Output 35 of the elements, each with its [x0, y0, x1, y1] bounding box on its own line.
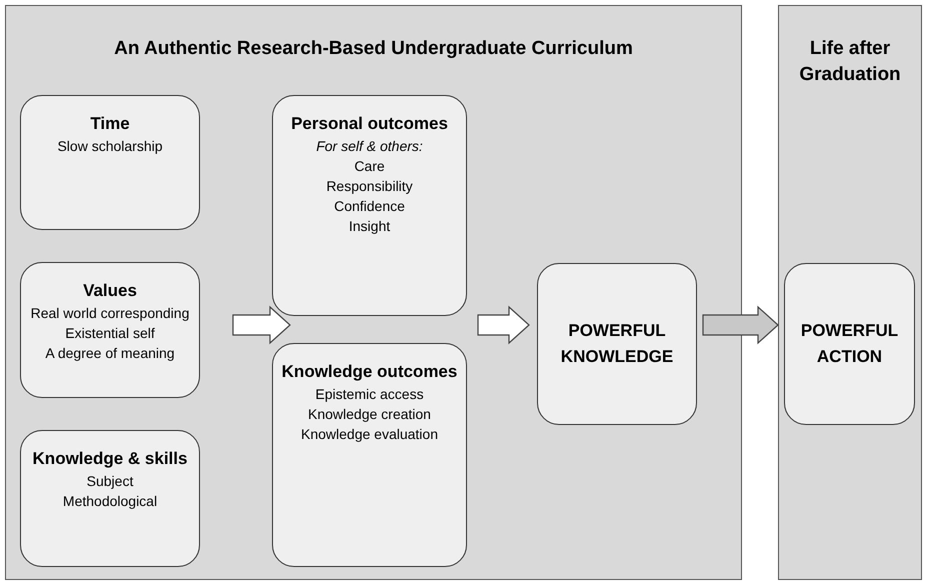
box-heading: Personal outcomes: [291, 113, 448, 135]
box-text: Subject: [86, 472, 134, 491]
box-heading: Time: [90, 113, 130, 135]
panel-heading: An Authentic Research-Based Undergraduate Curriculum: [113, 37, 634, 61]
box-heading: Values: [83, 280, 137, 302]
box-text: Confidence: [334, 197, 405, 216]
box-text: A degree of meaning: [45, 344, 175, 363]
box-text: Care: [354, 157, 385, 176]
box-heading: POWERFUL ACTION: [800, 320, 900, 368]
box-text: Insight: [348, 217, 390, 236]
box-text: Epistemic access: [315, 385, 424, 404]
box-heading: Knowledge & skills: [32, 448, 188, 470]
rounded-box: [20, 262, 200, 398]
section-panel: [5, 5, 742, 580]
box-text: Real world corresponding: [30, 304, 190, 323]
rounded-box: [272, 343, 467, 567]
box-text: Responsibility: [326, 177, 413, 196]
block-arrow: [702, 306, 779, 344]
outcome-box: [537, 263, 697, 425]
box-text: Slow scholarship: [57, 137, 163, 156]
box-text: Methodological: [62, 492, 158, 511]
box-text: Knowledge creation: [308, 405, 431, 424]
box-text: Knowledge evaluation: [301, 425, 438, 444]
block-arrow: [232, 306, 291, 344]
box-heading: Knowledge outcomes: [282, 361, 458, 383]
rounded-box: [20, 95, 200, 230]
rounded-box: [272, 95, 467, 316]
block-arrow: [477, 306, 530, 344]
panel-heading: Life after Graduation: [798, 37, 902, 87]
section-panel: [778, 5, 922, 580]
box-text: For self & others:: [316, 137, 423, 156]
outcome-box: [784, 263, 915, 425]
box-heading: POWERFUL KNOWLEDGE: [560, 320, 674, 368]
box-text: Existential self: [65, 324, 155, 343]
rounded-box: [20, 430, 200, 567]
